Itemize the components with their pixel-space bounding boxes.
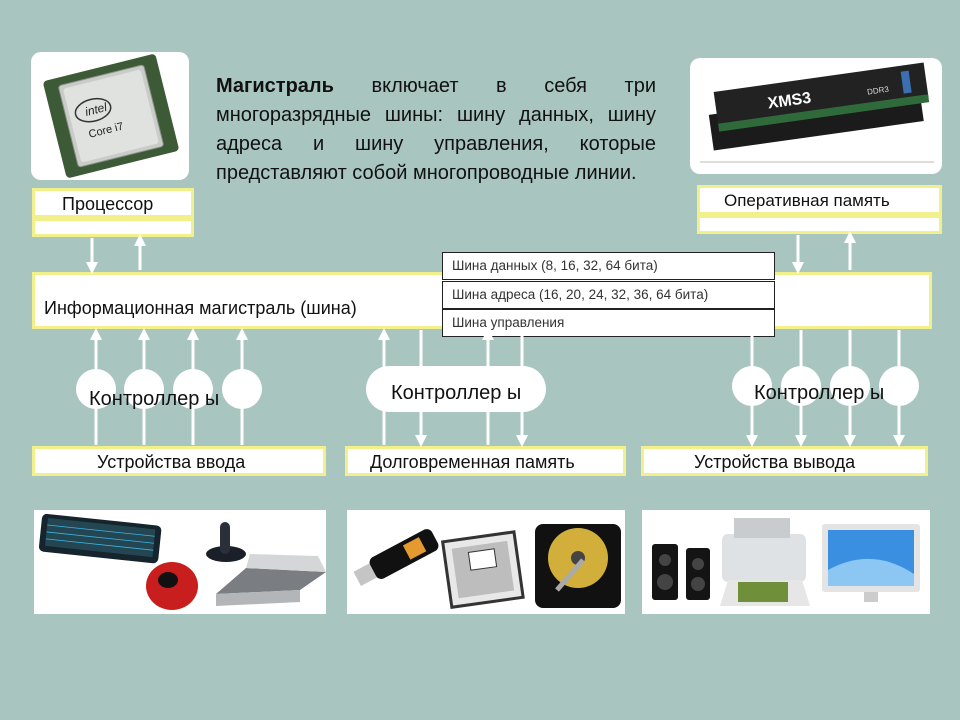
ram-label: Оперативная память bbox=[724, 191, 890, 210]
cpu-chip-icon: intel Core i7 bbox=[43, 54, 179, 178]
flash-ssd-hdd-icon bbox=[353, 524, 621, 609]
speakers-printer-monitor-icon bbox=[652, 518, 920, 606]
intro-body: включает в себя три многоразрядные шины:… bbox=[216, 75, 656, 184]
intro-term: Магистраль bbox=[216, 75, 334, 97]
usb-flash-drive-icon bbox=[353, 529, 439, 586]
keyboard-icon bbox=[38, 513, 162, 564]
keyboard-mouse-joystick-scanner-icon bbox=[38, 513, 326, 610]
output-controller-circle bbox=[781, 366, 821, 406]
bus-line-control: Шина управления bbox=[442, 309, 775, 337]
bus-label: Информационная магистраль (шина) bbox=[44, 298, 357, 318]
output-controller-circle bbox=[830, 366, 870, 406]
output-controllers-label: Контроллер ы bbox=[754, 382, 885, 404]
output-devices-label: Устройства вывода bbox=[694, 452, 856, 472]
ram-brand: XMS3 bbox=[767, 90, 813, 113]
storage-photo bbox=[347, 510, 625, 614]
input-devices-box bbox=[32, 446, 326, 476]
input-controller-circle bbox=[76, 369, 116, 409]
processor-box bbox=[32, 188, 194, 218]
joystick-icon bbox=[206, 522, 246, 562]
input-controllers-label: Контроллер ы bbox=[89, 388, 220, 410]
storage-label: Долговременная память bbox=[370, 452, 575, 472]
processor-photo: intel Core i7 bbox=[31, 52, 189, 180]
bus-line-data: Шина данных (8, 16, 32, 64 бита) bbox=[442, 252, 775, 280]
output-devices-photo bbox=[642, 510, 930, 614]
hdd-icon bbox=[535, 524, 621, 608]
ssd-icon bbox=[440, 530, 525, 609]
scanner-icon bbox=[216, 554, 326, 606]
bus-line-address: Шина адреса (16, 20, 24, 32, 36, 64 бита… bbox=[442, 281, 775, 309]
ram-type: DDR3 bbox=[867, 85, 890, 97]
output-devices-box bbox=[641, 446, 928, 476]
ram-module-icon: XMS3 DDR3 bbox=[700, 62, 934, 163]
output-controller-circle bbox=[732, 366, 772, 406]
processor-label: Процессор bbox=[62, 194, 154, 214]
ram-photo: XMS3 DDR3 bbox=[690, 58, 942, 174]
output-controller-circle bbox=[879, 366, 919, 406]
input-controller-circle bbox=[124, 369, 164, 409]
ram-box-underline bbox=[697, 215, 942, 234]
intro-text: Магистраль включает в себя три многоразр… bbox=[216, 72, 656, 188]
input-controller-circle bbox=[222, 369, 262, 409]
mouse-icon bbox=[146, 562, 198, 610]
processor-box-underline bbox=[32, 218, 194, 237]
chip-brand: intel bbox=[84, 100, 109, 119]
input-controller-circle bbox=[173, 369, 213, 409]
printer-icon bbox=[720, 518, 810, 606]
storage-box bbox=[345, 446, 626, 476]
storage-controller-shape bbox=[366, 366, 546, 412]
storage-controllers-label: Контроллер ы bbox=[391, 382, 522, 404]
input-devices-label: Устройства ввода bbox=[97, 452, 246, 472]
ram-box bbox=[697, 185, 942, 215]
speakers-icon bbox=[652, 544, 710, 600]
input-devices-photo bbox=[34, 510, 326, 614]
monitor-icon bbox=[822, 524, 920, 602]
